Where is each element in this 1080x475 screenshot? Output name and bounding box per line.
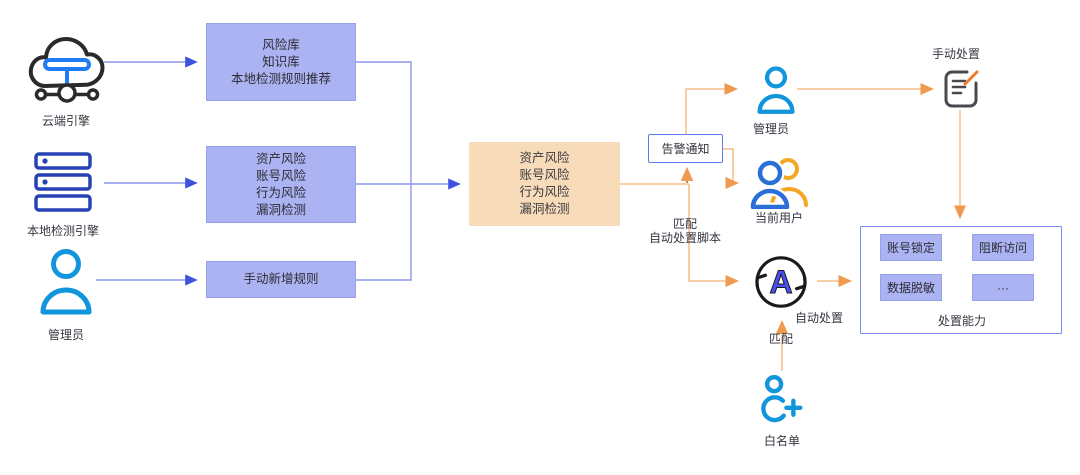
rule-box-knowledge: 风险库 知识库 本地检测规则推荐 bbox=[206, 23, 356, 101]
capability-item: 数据脱敏 bbox=[880, 274, 942, 301]
document-edit-icon bbox=[944, 70, 979, 108]
box-line: 资产风险 bbox=[255, 151, 306, 166]
capability-item-label: 阻断访问 bbox=[978, 241, 1027, 255]
cloud-engine-icon bbox=[28, 37, 105, 103]
capability-item-more: ··· bbox=[972, 274, 1034, 301]
box-line: 账号风险 bbox=[519, 168, 570, 182]
manual-disposal-label: 手动处置 bbox=[931, 47, 981, 61]
edge-label-match: 匹配 bbox=[768, 332, 794, 346]
box-line: 账号风险 bbox=[255, 168, 306, 183]
box-line: 手动新增规则 bbox=[243, 272, 319, 286]
server-icon bbox=[34, 152, 92, 212]
person-icon bbox=[40, 249, 92, 315]
capability-item-label: 数据脱敏 bbox=[886, 281, 935, 295]
whitelist-label: 白名单 bbox=[763, 434, 801, 448]
alert-notify-label: 告警通知 bbox=[661, 142, 710, 156]
capability-item-label: 账号锁定 bbox=[886, 241, 935, 255]
edge-alert-to-user bbox=[723, 148, 739, 189]
edge-label-match-script: 匹配 自动处置脚本 bbox=[649, 217, 721, 245]
auto-cycle-icon: A bbox=[755, 256, 807, 308]
rule-box-risks: 资产风险 账号风险 行为风险 漏洞检测 bbox=[206, 146, 356, 223]
edge-alert-to-admin bbox=[685, 83, 738, 134]
box-line: 行为风险 bbox=[519, 185, 570, 199]
current-user-label: 当前用户 bbox=[754, 211, 804, 225]
box-line: 本地检测规则推荐 bbox=[230, 71, 331, 86]
edge-merge-tree bbox=[356, 61, 412, 281]
box-line: 风险库 bbox=[262, 37, 300, 52]
capability-panel: 账号锁定 阻断访问 数据脱敏 ··· 处置能力 bbox=[860, 226, 1062, 334]
box-line: 知识库 bbox=[262, 54, 300, 69]
box-line: 漏洞检测 bbox=[255, 202, 306, 217]
capability-panel-title: 处置能力 bbox=[937, 314, 987, 328]
auto-letter: A bbox=[769, 264, 792, 300]
rule-box-manual: 手动新增规则 bbox=[206, 261, 356, 298]
add-user-icon bbox=[761, 374, 803, 423]
cloud-engine-label: 云端引擎 bbox=[41, 114, 91, 128]
edge-label-line: 匹配 bbox=[672, 217, 698, 231]
capability-item-label: ··· bbox=[997, 280, 1009, 295]
risk-result-box: 资产风险 账号风险 行为风险 漏洞检测 bbox=[469, 142, 620, 226]
admin-right-label: 管理员 bbox=[752, 122, 790, 136]
auto-disposal-label: 自动处置 bbox=[795, 311, 844, 325]
box-line: 漏洞检测 bbox=[519, 202, 570, 216]
two-users-icon bbox=[750, 158, 808, 209]
box-line: 资产风险 bbox=[519, 151, 570, 165]
capability-item: 阻断访问 bbox=[972, 234, 1034, 261]
capability-item: 账号锁定 bbox=[880, 234, 942, 261]
person-icon bbox=[757, 66, 795, 114]
box-line: 行为风险 bbox=[255, 185, 306, 200]
alert-notify-box: 告警通知 bbox=[648, 134, 723, 163]
edge-label-line: 自动处置脚本 bbox=[648, 231, 722, 245]
admin-left-label: 管理员 bbox=[47, 328, 85, 342]
local-engine-label: 本地检测引擎 bbox=[26, 224, 100, 238]
